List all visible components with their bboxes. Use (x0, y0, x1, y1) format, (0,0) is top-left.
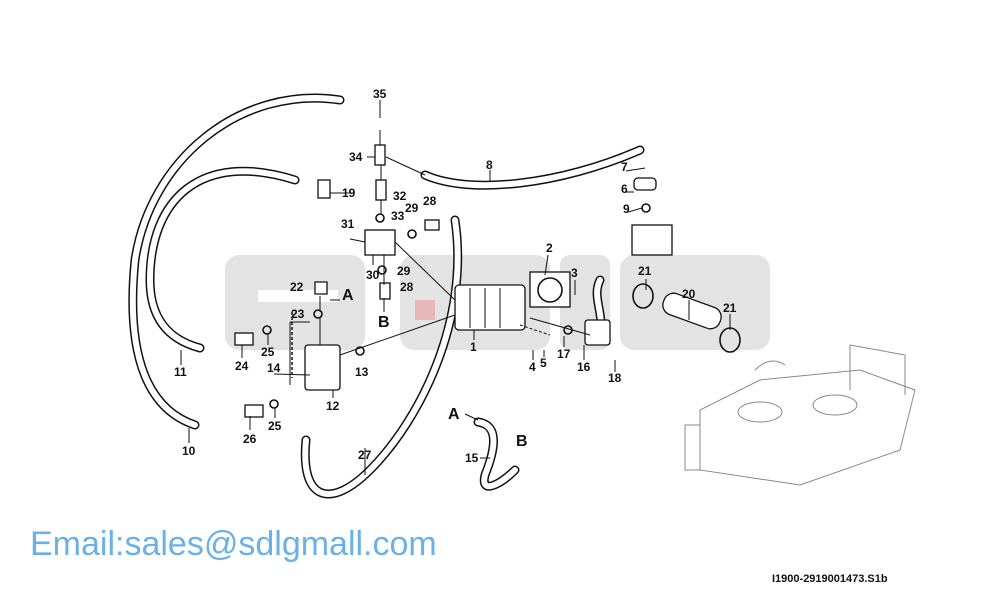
callout-17: 17 (557, 347, 571, 361)
callout-29a: 29 (405, 201, 419, 215)
callout-1: 1 (470, 340, 477, 354)
callout-25b: 25 (268, 419, 282, 433)
callout-32: 32 (393, 189, 407, 203)
callout-33: 33 (391, 209, 405, 223)
callout-19: 19 (342, 186, 356, 200)
callout-24: 24 (235, 359, 249, 373)
callout-11: 11 (174, 365, 187, 379)
hydraulic-pump (454, 284, 526, 331)
parts (180, 100, 916, 486)
distribution-block (304, 344, 341, 391)
connection-b-upper: B (378, 314, 390, 331)
callout-21a: 21 (638, 264, 652, 278)
flange (584, 319, 611, 346)
callout-29b: 29 (397, 264, 411, 278)
connection-a-lower: A (448, 406, 460, 423)
callout-12: 12 (326, 399, 340, 413)
callout-5: 5 (540, 356, 547, 370)
drawing-code: I1900-2919001473.S1b (772, 573, 888, 585)
callout-28a: 28 (423, 194, 437, 208)
callout-2: 2 (546, 241, 553, 255)
callout-34: 34 (349, 150, 363, 164)
callout-28b: 28 (400, 280, 414, 294)
callout-21b: 21 (723, 301, 737, 315)
callout-3: 3 (571, 266, 578, 280)
connection-b-lower: B (516, 433, 528, 450)
connection-a-upper: A (342, 287, 354, 304)
callout-9: 9 (623, 202, 630, 216)
callout-14: 14 (267, 361, 281, 375)
callout-16: 16 (577, 360, 591, 374)
callout-31: 31 (341, 217, 355, 231)
callout-18: 18 (608, 371, 622, 385)
callout-30: 30 (366, 268, 380, 282)
callout-8: 8 (486, 158, 493, 172)
tee (374, 144, 386, 166)
callout-35: 35 (373, 87, 387, 101)
valve-block (364, 229, 396, 256)
callout-23: 23 (291, 307, 305, 321)
callout-10: 10 (182, 444, 196, 458)
callout-20: 20 (682, 287, 696, 301)
callout-7: 7 (621, 160, 628, 174)
callout-13: 13 (355, 365, 369, 379)
callout-6: 6 (621, 182, 628, 196)
hoses (128, 93, 645, 499)
callout-22: 22 (290, 280, 304, 294)
email-watermark: Email:sales@sdlgmall.com (30, 525, 437, 563)
callout-27: 27 (358, 448, 372, 462)
callout-4: 4 (529, 360, 536, 374)
callout-numbers: 35 34 32 33 19 8 29 28 31 30 29 28 B 22 … (174, 87, 737, 465)
callout-26: 26 (243, 432, 257, 446)
callout-15: 15 (465, 451, 479, 465)
callout-25a: 25 (261, 345, 275, 359)
tube (662, 292, 722, 330)
